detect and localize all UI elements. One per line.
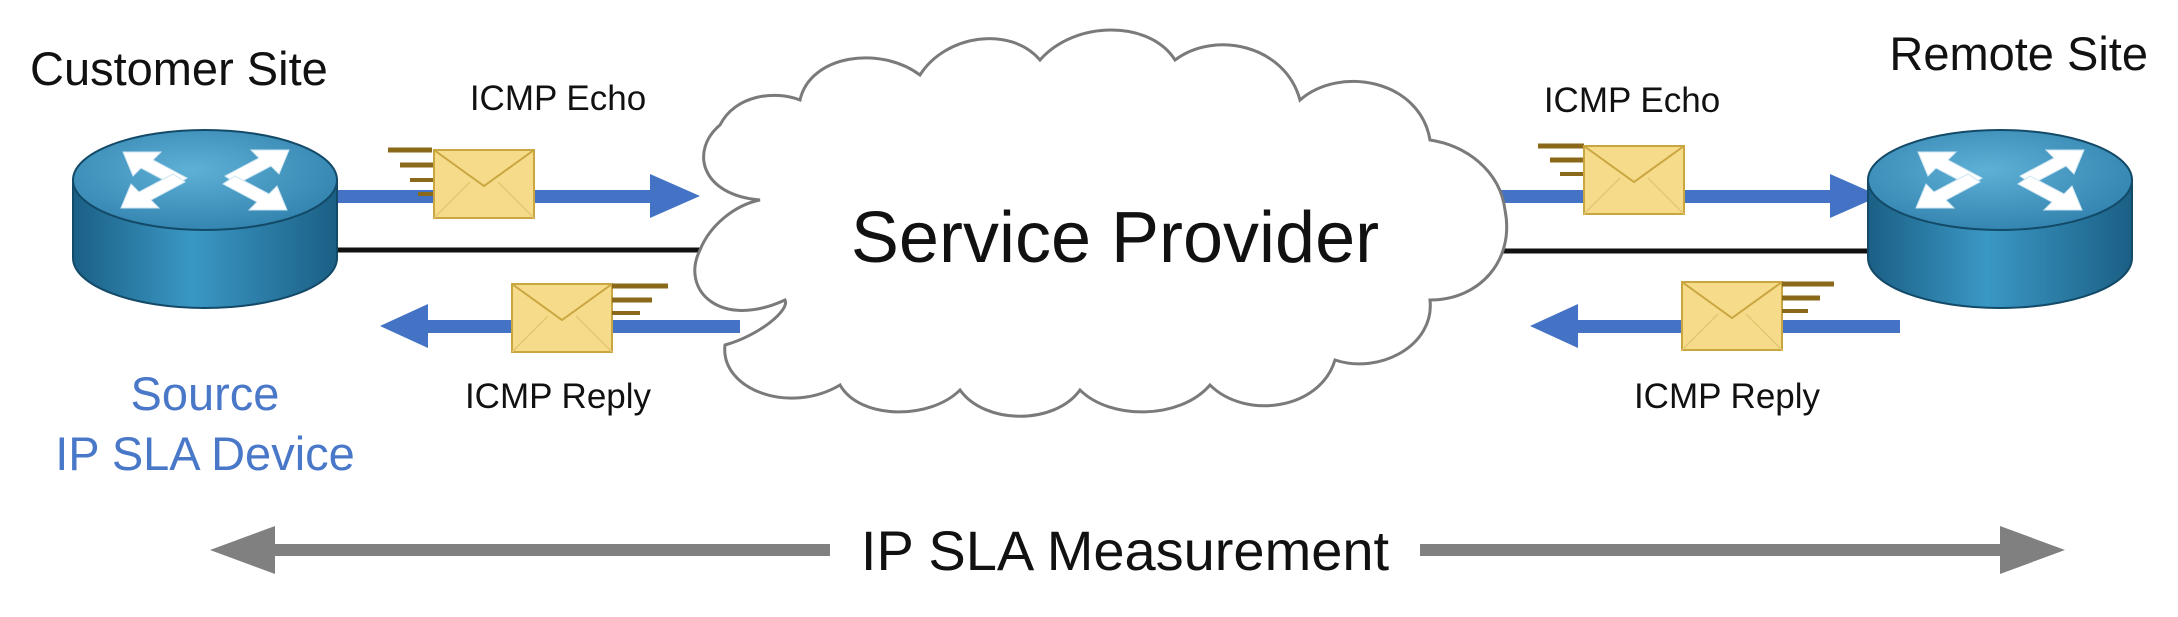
envelope-icon-left-reply — [511, 283, 668, 353]
envelope-icon-right-echo — [1538, 143, 1685, 215]
router-icon-left — [72, 129, 338, 309]
left-reply-label: ICMP Reply — [465, 377, 652, 416]
service-provider-cloud — [693, 28, 1509, 418]
right-echo-label: ICMP Echo — [1544, 81, 1720, 120]
cloud-label: Service Provider — [851, 198, 1379, 278]
left-echo-label: ICMP Echo — [470, 79, 646, 118]
ip-sla-device-label: IP SLA Device — [55, 427, 355, 480]
source-label: Source — [131, 367, 280, 420]
right-reply-label: ICMP Reply — [1634, 377, 1821, 416]
envelope-icon-right-reply — [1681, 281, 1834, 351]
customer-site-title: Customer Site — [30, 42, 328, 95]
measurement-arrow — [210, 526, 2065, 574]
envelope-icon-left-echo — [388, 147, 535, 219]
router-icon-right — [1867, 129, 2133, 309]
remote-site-title: Remote Site — [1889, 27, 2148, 80]
measurement-label: IP SLA Measurement — [861, 519, 1390, 582]
